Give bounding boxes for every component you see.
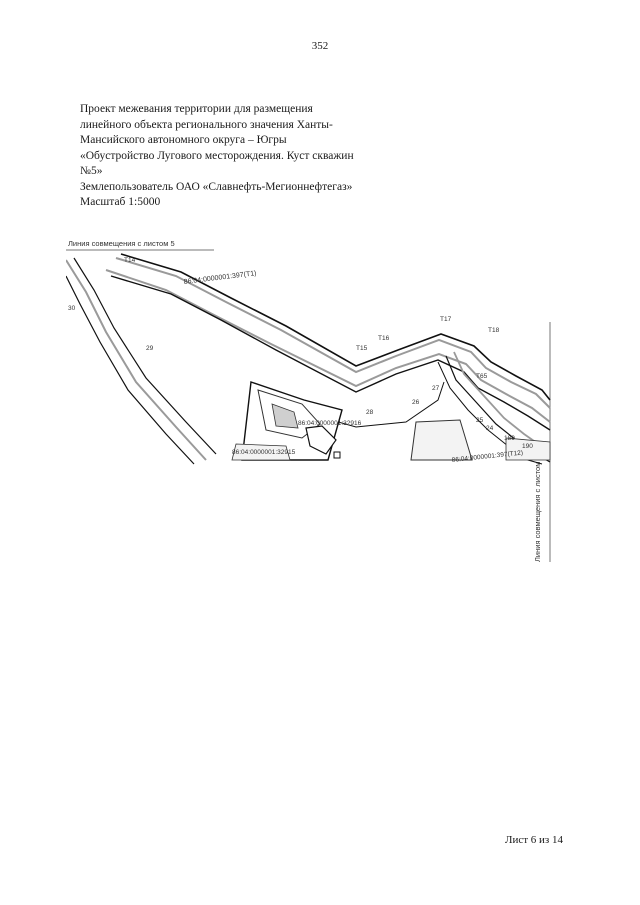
point-label: T15 [356,345,368,352]
join-line-top-label: Линия совмещения с листом 5 [68,239,175,248]
corridor-outer-line [115,257,551,409]
point-label: 30 [68,305,76,312]
sheet-footer: Лист 6 из 14 [505,834,564,846]
scale-line: Масштаб 1:5000 [80,196,161,208]
cadastral-map: Линия совмещения с листом 5 Линия совмещ… [66,232,566,577]
point-label: T16 [378,335,390,342]
parcel-area-dotted [505,437,551,461]
title-block: Проект межевания территории для размещен… [80,102,380,211]
parcel-label: 86:04:0000001:397(Т1) [183,270,256,286]
point-label: T18 [488,327,500,334]
well-pad-facility [271,403,299,429]
point-label: 29 [146,345,154,352]
point-label: T17 [440,316,452,323]
point-label: 25 [476,417,484,424]
well-pad-marker [333,451,341,459]
page-number: 352 [311,40,329,52]
corridor-boundary-line [110,275,551,431]
well-pad-annex [305,425,337,455]
point-label: T65 [476,373,488,380]
connector-line [323,381,445,428]
left-band-line [73,257,217,455]
parcel-area-dotted [231,443,291,461]
title-line: №5» [80,165,103,177]
point-label: 28 [366,409,374,416]
point-label: 24 [486,425,494,432]
title-line: Мансийского автономного округа – Югры [80,134,287,146]
point-label: 27 [432,385,440,392]
corridor-outer-line [105,269,551,423]
title-line: «Обустройство Лугового месторождения. Ку… [80,149,354,162]
point-label: 190 [522,443,533,450]
title-line: Проект межевания территории для размещен… [80,103,313,115]
parcel-label: 86:04:0000001:32915 [232,449,296,456]
left-band-line [66,259,207,461]
parcel-label: 86:04:0000001:32916 [298,420,362,427]
point-label: T14 [124,257,136,264]
point-label: 26 [412,399,420,406]
parcel-area-dotted [410,419,473,461]
left-band-line [66,275,195,465]
join-line-right-label: Линия совмещения с листом 7 [533,455,542,562]
corridor-boundary-line [120,253,551,401]
point-label: 189 [504,435,515,442]
land-user-line: Землепользователь ОАО «Славнефть-Мегионн… [80,180,353,193]
title-line: линейного объекта регионального значения… [80,118,333,131]
map-drawing: Линия совмещения с листом 5 Линия совмещ… [66,239,551,562]
